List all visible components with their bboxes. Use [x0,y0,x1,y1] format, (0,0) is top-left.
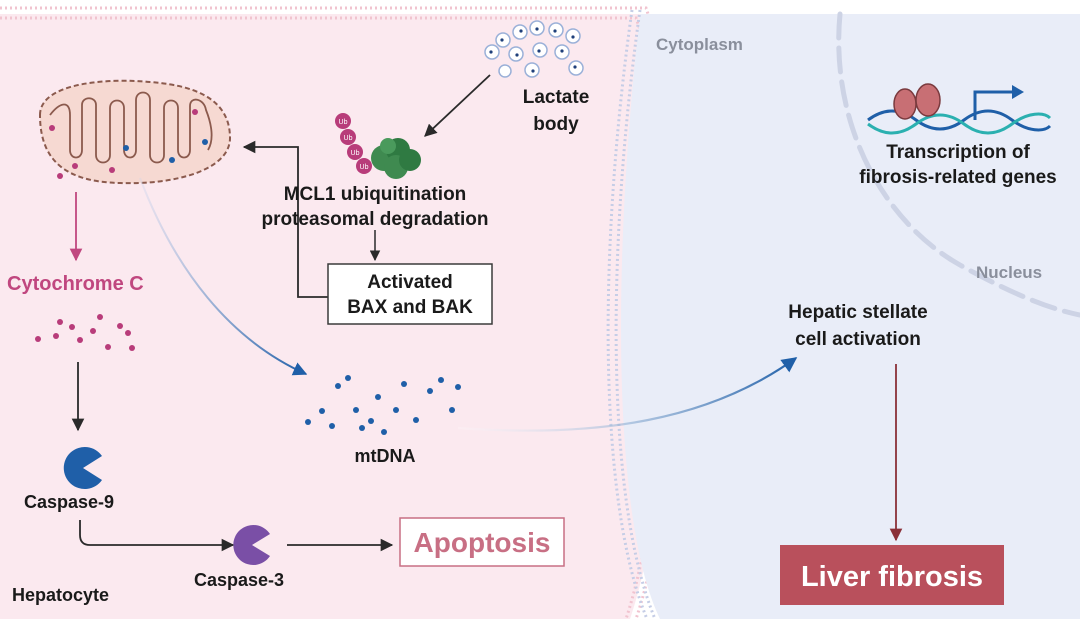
mtdna-dots [305,375,461,435]
nuclear-membrane [836,11,1080,318]
liver-fibrosis-label: Liver fibrosis [801,561,983,593]
cytochrome-c-dots [35,314,135,351]
transcription-label-line1: Transcription of [886,142,1030,163]
proteasome-icon [371,138,421,179]
apoptosis-box [399,517,565,567]
caspase-3-icon [233,525,270,565]
hsc-label-line1: Hepatic stellate [788,302,927,323]
mcl1-label-line1: MCL1 ubiquitination [284,184,467,205]
lactate-body-icon [484,20,584,78]
arrows [69,74,903,552]
apoptosis-label: Apoptosis [414,527,551,558]
svg-text:Ub: Ub [351,150,360,157]
cytoplasm-label: Cytoplasm [656,35,743,54]
svg-text:Ub: Ub [344,135,353,142]
stellate-cell [606,9,1080,619]
activated-label-line1: Activated [367,272,453,293]
transcription-label-line2: fibrosis-related genes [859,167,1056,188]
svg-text:Ub: Ub [360,164,369,171]
ubiquitin-chain-icon: Ub Ub Ub Ub [335,113,372,174]
caspase-9-label: Caspase-9 [24,492,114,512]
activated-label-line2: BAX and BAK [347,297,473,318]
caspase-3-label: Caspase-3 [194,570,284,590]
svg-text:Ub: Ub [339,119,348,126]
mtdna-label: mtDNA [355,446,416,466]
cytochrome-c-label: Cytochrome C [7,273,144,295]
caspase-9-icon [63,447,102,490]
activated-bax-bak-box [327,263,493,325]
lactate-label-line2: body [533,114,579,135]
mcl1-label-line2: proteasomal degradation [262,209,489,230]
nucleus-label: Nucleus [976,263,1042,282]
lactate-label-line1: Lactate [523,87,590,108]
hsc-label-line2: cell activation [795,329,921,350]
liver-fibrosis-box [780,545,1004,605]
hepatocyte-label: Hepatocyte [12,585,109,605]
mitochondrion-icon [38,79,232,185]
transcription-factor-icon [893,83,941,120]
